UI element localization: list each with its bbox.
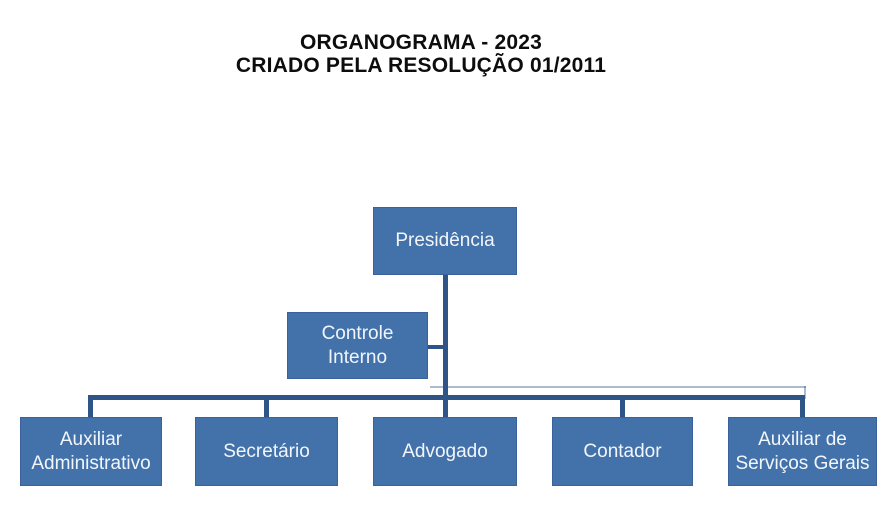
org-node-contador: Contador [552,417,693,486]
org-node-presidencia: Presidência [373,207,517,275]
org-node-auxiliar-administrativo-label: Auxiliar Administrativo [31,428,151,474]
org-node-auxiliar-servicos-gerais: Auxiliar de Serviços Gerais [728,417,877,486]
org-node-controle-interno-label: Controle Interno [321,322,394,368]
org-node-auxiliar-administrativo: Auxiliar Administrativo [20,417,162,486]
org-node-advogado: Advogado [373,417,517,486]
org-node-controle-interno: Controle Interno [287,312,428,379]
connector-faint-horizontal [430,386,806,388]
connector-controle-interno-elbow [427,345,446,349]
org-node-advogado-label: Advogado [402,440,488,462]
connector-distribution-bar [88,395,805,400]
connector-stub-contador [620,395,625,417]
connector-stub-auxiliar-servicos [800,395,805,417]
org-node-contador-label: Contador [583,440,662,462]
chart-title-line1: ORGANOGRAMA - 2023 [299,31,543,54]
org-node-presidencia-label: Presidência [395,230,495,251]
org-node-secretario-label: Secretário [223,440,310,462]
connector-stub-secretario [264,395,269,417]
chart-title: ORGANOGRAMA - 2023 CRIADO PELA RESOLUÇÃO… [20,31,822,77]
org-node-secretario: Secretário [195,417,338,486]
connector-stub-auxiliar-administrativo [88,395,93,417]
chart-title-line2: CRIADO PELA RESOLUÇÃO 01/2011 [235,54,607,77]
org-node-auxiliar-servicos-gerais-label: Auxiliar de Serviços Gerais [735,428,870,474]
connector-faint-vertical [804,386,806,399]
